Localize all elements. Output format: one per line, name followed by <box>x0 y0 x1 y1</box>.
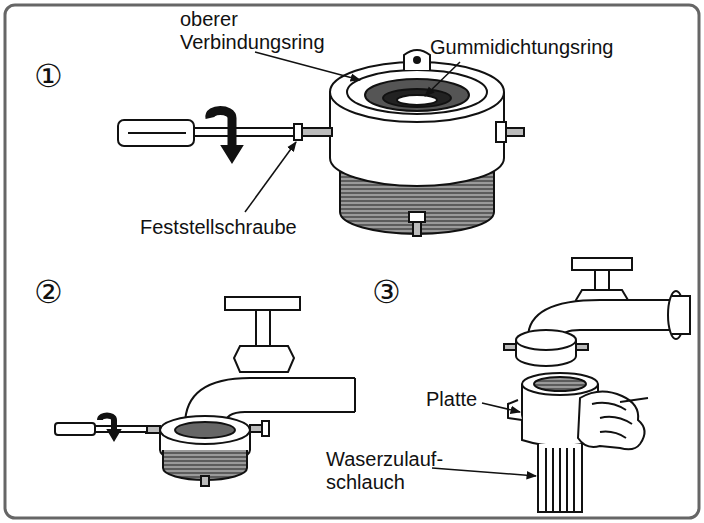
callout-number: ② <box>34 274 78 311</box>
faucet-panel-2 <box>55 297 355 486</box>
callout-number: ① <box>34 58 78 95</box>
part-label: Feststellschraube <box>140 216 370 239</box>
leader-lines <box>432 403 536 476</box>
part-label: Waserzulauf- schlauch <box>326 448 454 494</box>
part-label: oberer Verbindungsring <box>180 8 350 54</box>
leader-lines <box>245 52 460 212</box>
callout-number: ③ <box>372 274 416 311</box>
adapter-panel-1 <box>118 50 524 236</box>
part-label: Platte <box>426 388 516 411</box>
faucet-panel-3 <box>504 258 690 512</box>
frame <box>5 5 699 518</box>
part-label: Gummidichtungsring <box>430 36 680 59</box>
